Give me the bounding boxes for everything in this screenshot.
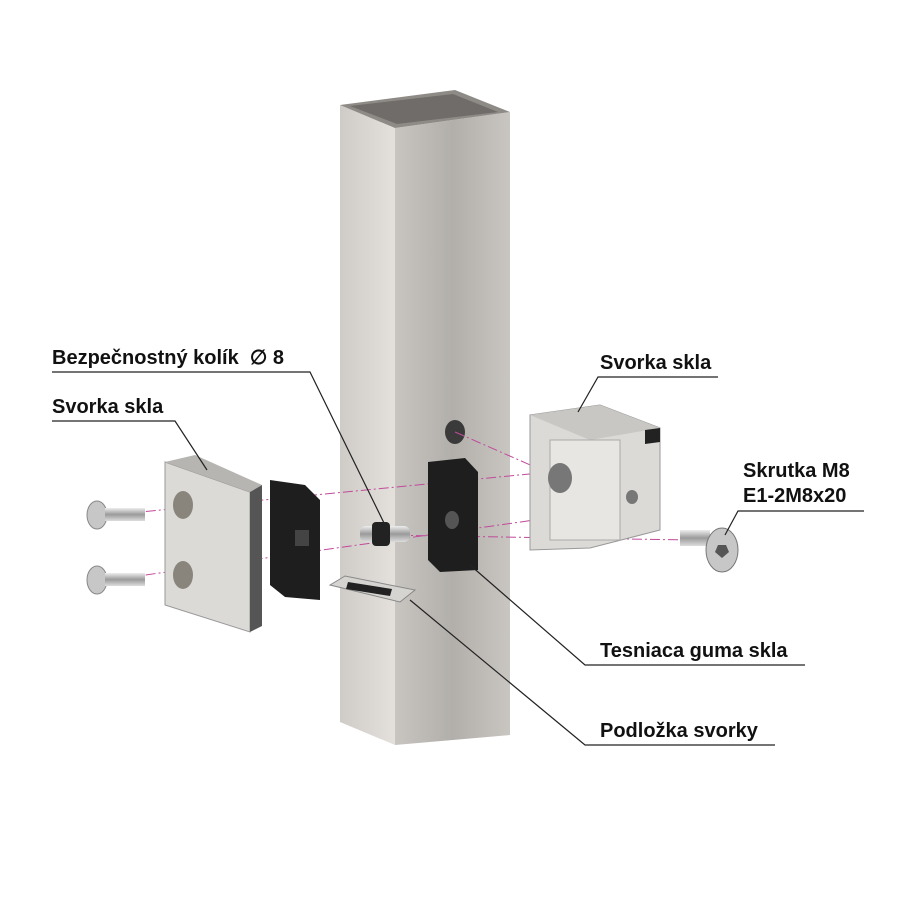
label-screw-line2: E1-2M8x20 — [743, 485, 847, 507]
rubber-seal-right — [428, 458, 478, 572]
rubber-seal-left — [270, 480, 320, 600]
label-safety-pin: Bezpečnostný kolík ∅ 8 — [52, 346, 284, 370]
screw-right — [680, 527, 739, 573]
screw-left-top — [86, 500, 145, 530]
label-glass-clamp-left: Svorka skla — [52, 396, 164, 418]
clamp-washer — [328, 575, 417, 603]
label-glass-clamp-right: Svorka skla — [600, 352, 712, 374]
leader-lines — [52, 371, 864, 746]
glass-clamp-left — [164, 455, 262, 633]
label-screw-line1: Skrutka M8 — [743, 460, 850, 482]
glass-clamp-right — [529, 404, 661, 551]
label-glass-rubber-seal: Tesniaca guma skla — [600, 640, 788, 662]
label-safety-pin-text: Bezpečnostný kolík — [52, 347, 239, 369]
screw-left-bottom — [86, 565, 145, 595]
label-safety-pin-diameter: ∅ 8 — [249, 347, 284, 369]
label-clamp-washer: Podložka svorky — [600, 720, 758, 742]
safety-pin — [360, 522, 410, 546]
square-post — [340, 90, 510, 745]
